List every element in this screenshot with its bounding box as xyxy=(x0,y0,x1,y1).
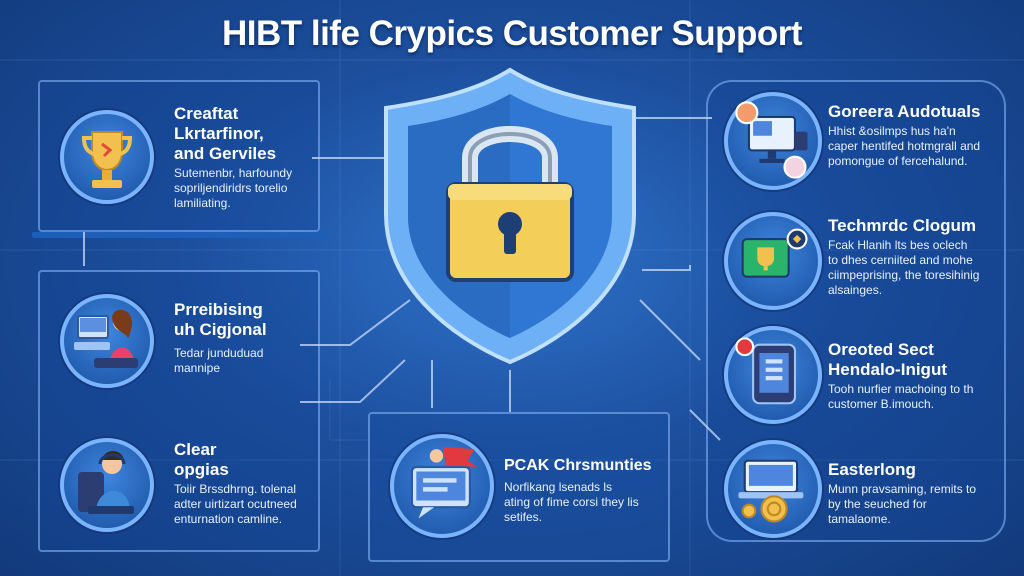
connector-right-mid xyxy=(642,265,691,271)
connector-right-low xyxy=(639,299,701,361)
left-card-1-icon-circle xyxy=(60,110,154,204)
right-card-1-desc: Hhist &osilmps hus ha'n caper hentifed h… xyxy=(828,124,981,168)
left-top-strip xyxy=(32,232,328,238)
page-title: HIBT life Crypics Customer Support xyxy=(221,14,803,53)
right-card-2-icon-circle xyxy=(724,212,822,310)
person-at-computer-icon xyxy=(74,309,138,368)
right-card-3-icon-circle xyxy=(724,326,822,424)
center-card-desc: Norfikang lsenads ls ating of fime corsi… xyxy=(504,480,639,524)
padlock-shield-icon xyxy=(378,64,642,368)
chat-monitor-icon xyxy=(410,446,477,519)
left-card-2-desc: Tedar junduduad mannipe xyxy=(174,346,264,375)
support-agent-icon xyxy=(78,451,134,514)
left-card-3-icon-circle xyxy=(60,438,154,532)
trophy-screen-icon xyxy=(741,228,808,278)
left-card-3-heading: Clear opgias xyxy=(174,440,229,479)
center-card-heading: PCAK Chrsmunties xyxy=(504,457,652,474)
right-card-1-icon-circle xyxy=(724,92,822,190)
right-card-4-icon-circle xyxy=(724,440,822,538)
monitor-devices-icon xyxy=(735,101,808,179)
left-card-1-desc: Sutemenbr, harfoundy sopriljendiridrs to… xyxy=(174,166,293,210)
right-card-2-desc: Fcak Hlanih lts bes oclech to dhes cerni… xyxy=(828,238,980,297)
left-card-1-heading: Creaftat Lkrtarfinor, and Gerviles xyxy=(174,104,277,163)
right-card-4-desc: Munn pravsaming, remits to by the seuche… xyxy=(828,482,977,526)
laptop-coins-icon xyxy=(738,459,804,523)
center-card-icon-circle xyxy=(390,434,494,538)
phone-device-icon xyxy=(735,337,797,405)
right-card-1-heading: Goreera Audotuals xyxy=(828,102,981,121)
right-card-3-heading: Oreoted Sect Hendalo-Inigut xyxy=(828,340,947,379)
right-card-4-heading: Easterlong xyxy=(828,460,916,479)
trophy-icon xyxy=(81,131,133,188)
left-card-2-heading: Prreibising uh Cigjonal xyxy=(174,300,267,339)
right-card-3-desc: Tooh nurfier machoing to th customer B.i… xyxy=(828,382,974,411)
left-card-3-desc: Toiir Brssdhrng. tolenal adter uirtizart… xyxy=(174,482,297,526)
left-card-2-icon-circle xyxy=(60,294,154,388)
right-card-2-heading: Techmrdc Clogum xyxy=(828,216,976,235)
